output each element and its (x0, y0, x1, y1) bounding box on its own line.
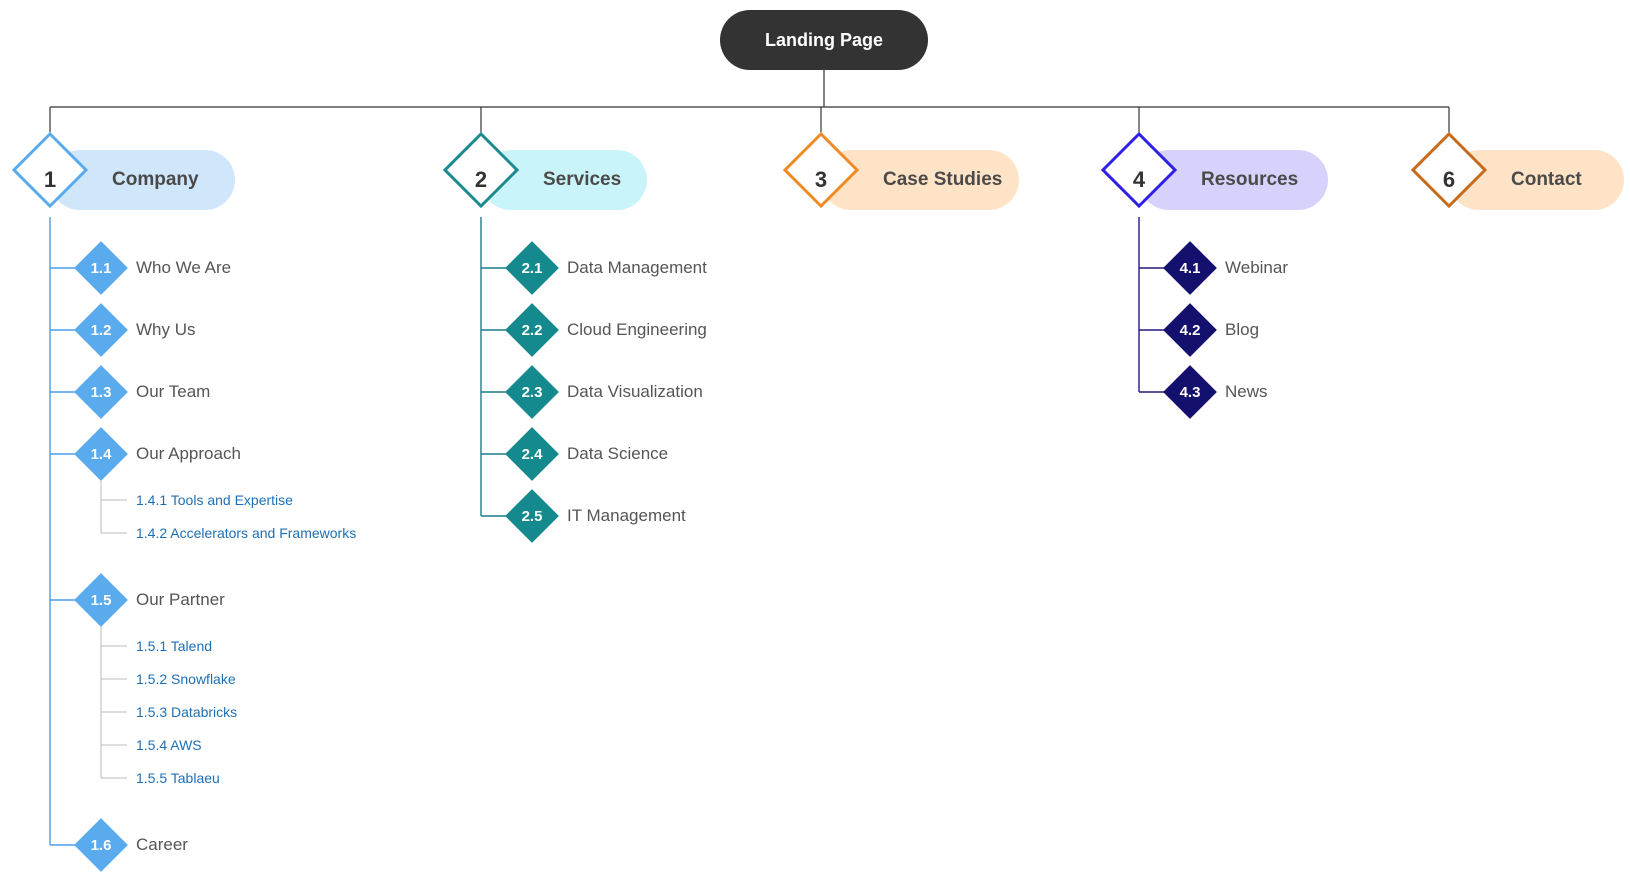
item-link-our-partner[interactable]: Our Partner (136, 590, 225, 609)
sub-item-link[interactable]: 1.4.2 Accelerators and Frameworks (136, 525, 357, 541)
item-link-why-us[interactable]: Why Us (136, 320, 196, 339)
section-pill-company[interactable]: Company (50, 150, 235, 210)
item-number: 2.3 (521, 383, 543, 401)
section-number: 1 (43, 167, 57, 192)
sub-item-link[interactable]: 1.5.3 Databricks (136, 704, 238, 720)
root-node-landing-page[interactable]: Landing Page (720, 10, 928, 70)
root-label: Landing Page (764, 29, 883, 50)
item-number: 1.1 (90, 259, 112, 277)
item-link-webinar[interactable]: Webinar (1225, 258, 1288, 277)
item-number: 1.6 (90, 836, 112, 854)
item-number: 4.2 (1179, 321, 1201, 339)
item-number: 4.1 (1179, 259, 1201, 277)
sub-item-link[interactable]: 1.5.2 Snowflake (136, 671, 236, 687)
section-pill-resources[interactable]: Resources (1139, 150, 1328, 210)
section-label: Case Studies (883, 169, 1003, 190)
sub-item-link[interactable]: 1.4.1 Tools and Expertise (136, 492, 293, 508)
item-number: 2.5 (521, 507, 543, 525)
item-link-cloud-engineering[interactable]: Cloud Engineering (567, 320, 707, 339)
item-link-who-we-are[interactable]: Who We Are (136, 258, 232, 277)
item-number: 2.1 (521, 259, 543, 277)
section-number: 3 (814, 167, 828, 192)
item-number: 2.2 (521, 321, 543, 339)
item-number: 2.4 (521, 445, 543, 463)
section-number: 4 (1132, 167, 1146, 192)
section-label: Resources (1201, 169, 1299, 190)
section-label: Company (112, 169, 199, 190)
item-link-blog[interactable]: Blog (1225, 320, 1260, 339)
item-link-it-management[interactable]: IT Management (567, 506, 686, 525)
item-number: 4.3 (1179, 383, 1201, 401)
item-link-news[interactable]: News (1225, 382, 1268, 401)
section-label: Services (543, 169, 622, 190)
sub-item-link[interactable]: 1.5.4 AWS (136, 737, 202, 753)
item-link-our-team[interactable]: Our Team (136, 382, 211, 401)
item-number: 1.2 (90, 321, 112, 339)
item-link-data-management[interactable]: Data Management (567, 258, 707, 277)
section-pill-case-studies[interactable]: Case Studies (821, 150, 1019, 210)
item-link-career[interactable]: Career (136, 835, 188, 854)
item-link-our-approach[interactable]: Our Approach (136, 444, 241, 463)
item-link-data-visualization[interactable]: Data Visualization (567, 382, 703, 401)
sub-item-link[interactable]: 1.5.5 Tablaeu (136, 770, 220, 786)
section-number: 6 (1442, 167, 1456, 192)
item-link-data-science[interactable]: Data Science (567, 444, 669, 463)
sub-item-link[interactable]: 1.5.1 Talend (136, 638, 213, 654)
section-number: 2 (474, 167, 488, 192)
item-number: 1.4 (90, 445, 112, 463)
section-label: Contact (1511, 169, 1582, 190)
item-number: 1.3 (90, 383, 112, 401)
item-number: 1.5 (90, 591, 112, 609)
